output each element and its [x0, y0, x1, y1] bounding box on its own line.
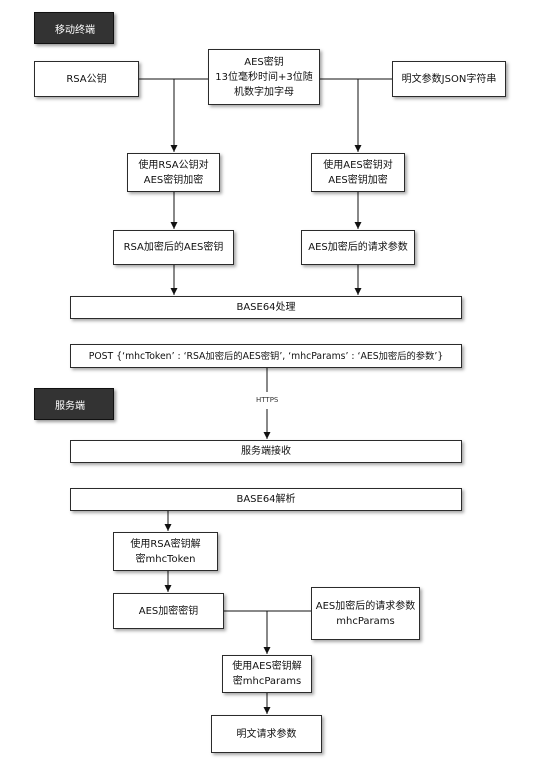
section-tag-server: 服务端 [34, 388, 114, 420]
plaintext-params-label: 明文请求参数 [236, 728, 297, 740]
server-receive-label: 服务端接收 [241, 446, 291, 457]
server-receive-node: 服务端接收 [70, 440, 462, 463]
rsa-public-key-label: RSA公钥 [66, 73, 107, 85]
aes-decrypted-key-node: AES加密密钥 [113, 593, 224, 629]
aes-decrypt-line2: 密mhcParams [232, 676, 302, 687]
rsa-encrypt-aes-key-node: 使用RSA公钥对 AES密钥加密 [127, 153, 220, 192]
rsa-decrypt-line1: 使用RSA密钥解 [130, 538, 201, 550]
aes-encrypt-params-node: 使用AES密钥对 AES密钥加密 [311, 153, 405, 192]
rsa-decrypt-node: 使用RSA密钥解 密mhcToken [113, 532, 218, 571]
aes-encrypt-line2: AES密钥加密 [328, 174, 388, 186]
aes-key-node: AES密钥 13位毫秒时间+3位随 机数字加字母 [208, 49, 320, 105]
base64-process-label: BASE64处理 [236, 302, 296, 313]
rsa-public-key-node: RSA公钥 [34, 61, 139, 97]
rsa-encrypted-aes-key-node: RSA加密后的AES密钥 [113, 230, 234, 265]
aes-key-desc-line1: 13位毫秒时间+3位随 [215, 71, 313, 83]
aes-encrypt-line1: 使用AES密钥对 [323, 159, 393, 171]
aes-encrypted-params-server-node: AES加密后的请求参数 mhcParams [311, 587, 420, 640]
aes-decrypt-node: 使用AES密钥解 密mhcParams [222, 655, 312, 693]
section-tag-server-label: 服务端 [55, 400, 85, 412]
base64-decode-node: BASE64解析 [70, 488, 462, 511]
base64-decode-label: BASE64解析 [236, 494, 296, 505]
aes-key-title: AES密钥 [244, 56, 284, 68]
aes-key-desc-line2: 机数字加字母 [234, 86, 294, 98]
aes-params-server-line1: AES加密后的请求参数 [315, 600, 416, 612]
plaintext-json-node: 明文参数JSON字符串 [392, 61, 506, 97]
post-request-label: POST {‘mhcToken’ : ‘RSA加密后的AES密钥’, ‘mhcP… [88, 350, 444, 362]
aes-decrypted-key-label: AES加密密钥 [138, 605, 199, 617]
aes-decrypt-line1: 使用AES密钥解 [232, 661, 302, 672]
plaintext-params-node: 明文请求参数 [211, 715, 322, 753]
rsa-encrypt-line1: 使用RSA公钥对 [138, 159, 209, 171]
rsa-encrypted-aes-key-label: RSA加密后的AES密钥 [123, 242, 224, 253]
aes-params-server-line2: mhcParams [336, 615, 395, 627]
post-request-node: POST {‘mhcToken’ : ‘RSA加密后的AES密钥’, ‘mhcP… [70, 344, 462, 368]
aes-encrypted-params-label: AES加密后的请求参数 [308, 242, 408, 253]
section-tag-mobile: 移动终端 [34, 12, 114, 44]
plaintext-json-label: 明文参数JSON字符串 [401, 73, 497, 85]
aes-encrypted-params-node: AES加密后的请求参数 [301, 230, 415, 265]
base64-process-node: BASE64处理 [70, 296, 462, 319]
rsa-decrypt-line2: 密mhcToken [135, 553, 196, 565]
https-edge-label: HTTPS [254, 395, 281, 405]
section-tag-mobile-label: 移动终端 [55, 24, 95, 36]
rsa-encrypt-line2: AES密钥加密 [143, 174, 204, 186]
